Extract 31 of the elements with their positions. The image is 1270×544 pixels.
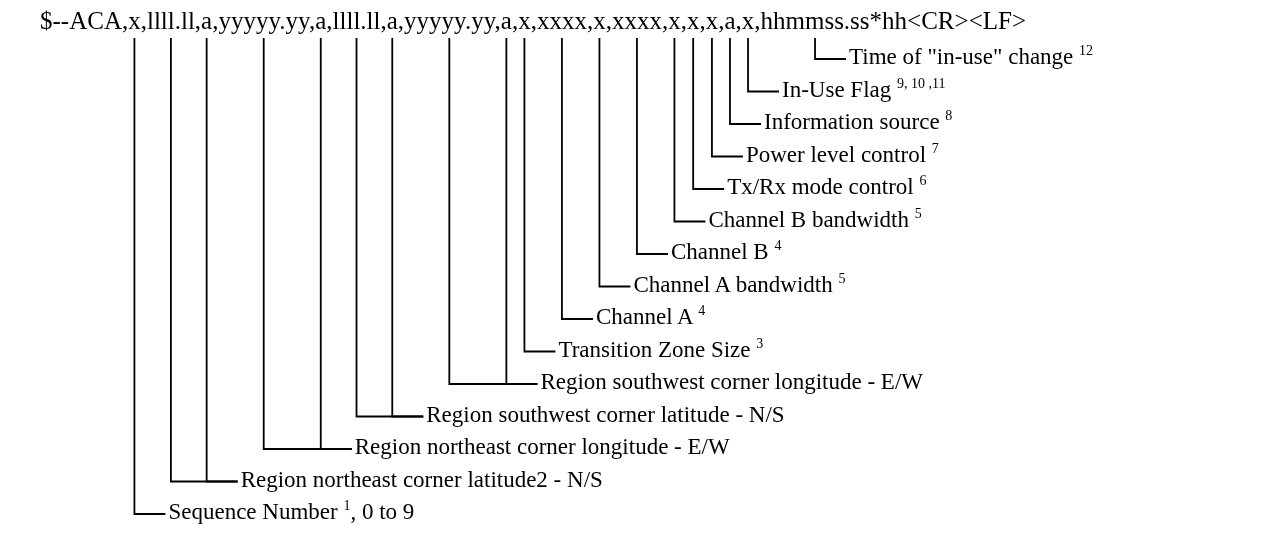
leader-line (636, 37, 669, 255)
leader-line (598, 37, 632, 288)
field-label: Transition Zone Size $^{3}$ (558, 336, 764, 363)
leader-line (391, 37, 425, 418)
field-label: Information source $^{8}$ (763, 109, 953, 135)
leader-line (523, 37, 557, 353)
field-label: Tx/Rx mode control $^{6}$ (727, 174, 927, 200)
field-label: Channel B $^{4}$ (670, 239, 782, 265)
leader-line (205, 37, 239, 483)
field-label: Sequence Number $^{1}$, 0 to 9 (168, 499, 415, 525)
field-label: Region southwest corner latitude - N/S (426, 401, 785, 428)
field-label: Power level control $^{7}$ (745, 141, 939, 168)
field-label: Channel A $^{4}$ (595, 304, 706, 330)
leader-line (673, 37, 707, 223)
leader-line (133, 37, 167, 515)
field-label: Channel A bandwidth $^{5}$ (633, 271, 846, 298)
field-label: Region northeast corner longitude - E/W (354, 434, 730, 460)
field-label: Channel B bandwidth $^{5}$ (708, 206, 922, 233)
leader-line (692, 37, 726, 190)
field-label: Region northeast corner latitude2 - N/S (240, 466, 603, 493)
field-label: Time of "in-use" change $^{12}$ (849, 44, 1094, 70)
leader-line (814, 37, 847, 60)
leader-line (561, 37, 594, 320)
leader-line (711, 37, 744, 158)
field-label: Region southwest corner longitude - E/W (540, 369, 923, 395)
leader-line (319, 37, 353, 450)
sentence-format-text: $--ACA,x,llll.ll,a,yyyyy.yy,a,llll.ll,a,yyyyy.yy,a,x,xxxx,x,xxxx,x,x,x,a,x,hhmmss.ss*hh<CR><LF> (40, 6, 1026, 36)
field-label: In-Use Flag $^{9, 10 ,11}$ (782, 76, 946, 103)
leader-line (747, 37, 780, 93)
leader-line (505, 37, 539, 385)
leader-line (729, 37, 762, 125)
